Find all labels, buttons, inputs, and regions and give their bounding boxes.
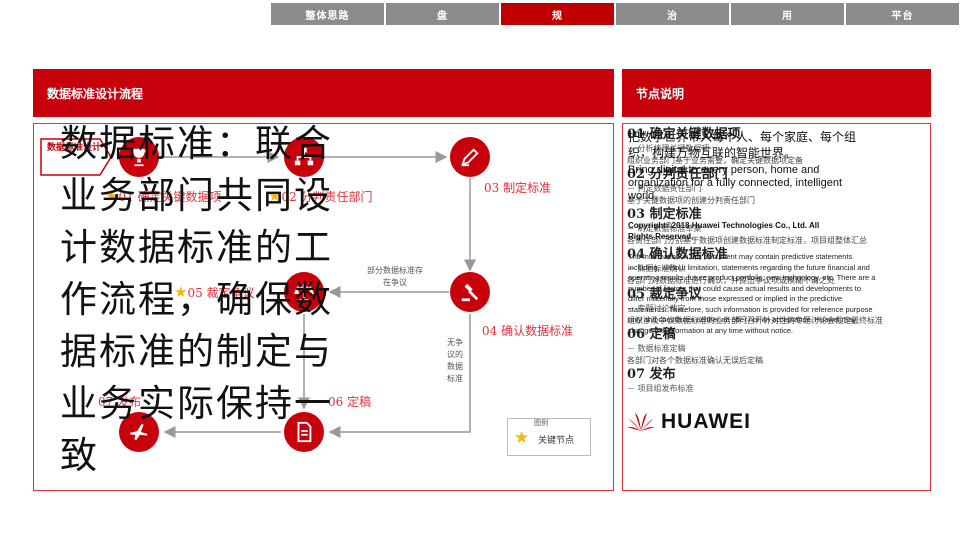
dispute-note: 部分数据标准存在争议 xyxy=(367,266,423,287)
desc-item: 02 分判责任部门 － 判定数据责任部门 基于关键数据项的创建分判责任部门 xyxy=(627,167,927,207)
desc-title: 02 分判责任部门 xyxy=(627,167,728,182)
desc-item: 05 裁定争议 － 专题讨论裁定 组织涉及争议数据标准的业务部门召开针对性的专题… xyxy=(627,287,927,327)
nav-tab-standards[interactable]: 规 xyxy=(501,3,614,25)
desc-title: 06 定稿 xyxy=(627,327,676,342)
key-node-star-icon: ★ xyxy=(105,187,119,205)
flow-panel xyxy=(33,123,614,491)
airplane-icon xyxy=(129,423,148,441)
desc-sub: － 专题讨论裁定 xyxy=(627,304,686,313)
desc-text: 组织业务部门基于业务需要，确定关键数据项定备 xyxy=(627,156,803,165)
huawei-logo-text: HUAWEI xyxy=(661,410,751,433)
notes-panel xyxy=(622,123,931,491)
desc-sub: － 制定数据标准草案 xyxy=(627,224,702,233)
arrow-04-06 xyxy=(328,314,471,438)
desc-title: 05 裁定争议 xyxy=(627,287,702,302)
step-03-label: 03 制定标准 xyxy=(484,181,552,195)
process-tag-shape xyxy=(40,138,112,176)
desc-title: 07 发布 xyxy=(627,367,676,382)
legend-title: 图例 xyxy=(534,419,548,427)
desc-title: 01 确定关键数据项 xyxy=(627,127,741,142)
nav-tab-inventory[interactable]: 盘 xyxy=(386,3,499,25)
step-04-label: 04 确认数据标准 xyxy=(482,324,574,338)
huawei-logo: HUAWEI xyxy=(627,410,751,434)
step-06-label: 06 定稿 xyxy=(328,395,372,409)
desc-sub: － 数据标准确认 xyxy=(627,264,686,273)
step-02-label: ★02 分判责任部门 xyxy=(268,187,373,205)
node-06-document-icon[interactable] xyxy=(284,412,324,452)
desc-item: 06 定稿 － 数据标准定稿 各部门对各个数据标准确认无误后定稿 xyxy=(627,327,927,367)
copyright-overlay: Copyright©2018 Huawei Technologies Co., … xyxy=(628,221,820,241)
step-01-label: ★01 确定关键数据项 xyxy=(105,187,222,205)
desc-sub: － 数据标准定稿 xyxy=(627,344,686,353)
nav-tab-overall[interactable]: 整体思路 xyxy=(271,3,384,25)
desc-text: 各部门对数据标准进行确认，并提出争议项或模糊不清之处 xyxy=(627,276,835,285)
notes-panel-header: 节点说明 xyxy=(622,69,931,117)
slogan-english-overlay: Bring digital to every person, home and … xyxy=(628,164,843,202)
legend-label: 关键节点 xyxy=(538,436,575,446)
desc-text: 各部门对各个数据标准确认无误后定稿 xyxy=(627,356,763,365)
legend-star-icon: ★ xyxy=(514,428,530,448)
desc-title: 03 制定标准 xyxy=(627,207,702,222)
node-03-pen-icon[interactable] xyxy=(450,137,490,177)
document-icon xyxy=(297,421,312,443)
key-node-star-icon: ★ xyxy=(268,187,282,205)
key-node-star-icon: ★ xyxy=(174,283,188,301)
desc-sub: － 分析梳理关键数据项 xyxy=(627,144,710,153)
node-05-arbitrate-icon[interactable] xyxy=(284,272,324,312)
nav-tab-usage[interactable]: 用 xyxy=(731,3,844,25)
big-overlay-text: 数据标准：联合业务部门共同设计数据标准的工作流程，确保数据标准的制定与业务实际保… xyxy=(60,122,333,477)
trophy-icon xyxy=(130,148,148,167)
legend-box xyxy=(507,418,591,456)
node-01-trophy-icon[interactable] xyxy=(119,137,159,177)
disclaimer-overlay: The information in this document may con… xyxy=(628,252,876,335)
top-nav: 整体思路 盘 规 治 用 平台 xyxy=(271,3,960,25)
gavel-icon xyxy=(461,283,479,302)
org-chart-icon xyxy=(294,147,314,166)
huawei-petal-icon xyxy=(627,413,655,431)
node-descriptions: 01 确定关键数据项 － 分析梳理关键数据项 组织业务部门基于业务需要，确定关键… xyxy=(627,127,927,395)
no-dispute-note: 无争议的数据标准 xyxy=(447,338,463,383)
desc-sub: － 项目组发布标准 xyxy=(627,384,694,393)
flow-panel-header: 数据标准设计流程 xyxy=(33,69,614,117)
desc-sub: － 判定数据责任部门 xyxy=(627,184,702,193)
node-04-gavel-icon[interactable] xyxy=(450,272,490,312)
slogan-overlay: 把数字世界带入每个人、每个家庭、每个组织，构建万物互联的智能世界。 xyxy=(628,130,857,160)
node-02-org-icon[interactable] xyxy=(284,137,324,177)
nav-tab-platform[interactable]: 平台 xyxy=(846,3,959,25)
desc-text: 基于关键数据项的创建分判责任部门 xyxy=(627,196,755,205)
desc-item: 07 发布 － 项目组发布标准 xyxy=(627,367,927,395)
desc-title: 04 确认数据标准 xyxy=(627,247,728,262)
nav-tab-governance[interactable]: 治 xyxy=(616,3,729,25)
desc-item: 01 确定关键数据项 － 分析梳理关键数据项 组织业务部门基于业务需要，确定关键… xyxy=(627,127,927,167)
desc-text: 组织涉及争议数据标准的业务部门召开针对性的专题讨论会裁定最终标准 xyxy=(627,316,883,325)
balance-icon xyxy=(293,283,315,302)
node-07-plane-icon[interactable] xyxy=(119,412,159,452)
process-tag-label: 数据标准设计 xyxy=(46,143,101,153)
desc-item: 04 确认数据标准 － 数据标准确认 各部门对数据标准进行确认，并提出争议项或模… xyxy=(627,247,927,287)
step-05-label: ★05 裁定争议 xyxy=(174,283,255,301)
pen-icon xyxy=(461,148,479,167)
desc-item: 03 制定标准 － 制定数据标准草案 各责任部门分别基于数据项创建数据标准制定标… xyxy=(627,207,927,247)
desc-text: 各责任部门分别基于数据项创建数据标准制定标准，项目组整体汇总 xyxy=(627,236,867,245)
step-07-label: 07 发布 xyxy=(98,395,142,409)
